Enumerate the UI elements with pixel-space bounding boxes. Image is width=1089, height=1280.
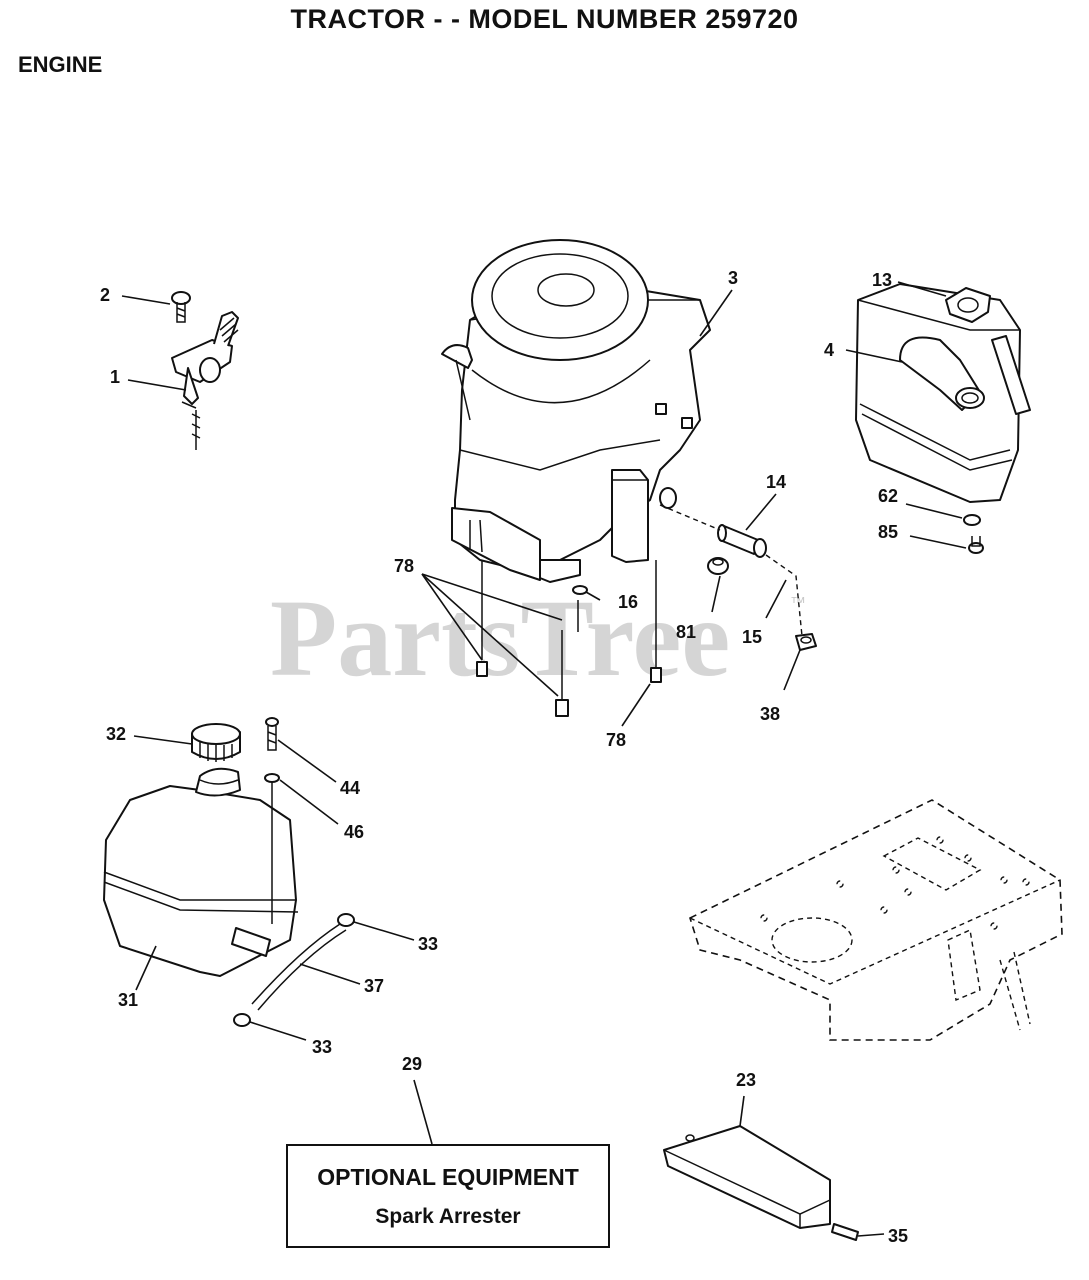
callout-31: 31: [118, 990, 138, 1010]
callout-15: 15: [742, 627, 762, 647]
exhaust-centerline: [659, 504, 721, 531]
nut-part-38[interactable]: [795, 633, 817, 651]
callout-38: 38: [760, 704, 780, 724]
callout-85: 85: [878, 522, 898, 542]
fuel-tank-part[interactable]: [103, 767, 299, 977]
gasket-part-13[interactable]: [945, 287, 991, 323]
fuel-cap-part-32[interactable]: [191, 723, 241, 762]
callout-78-lower: 78: [606, 730, 626, 750]
page-title: TRACTOR - - MODEL NUMBER 259720: [290, 4, 799, 34]
screw-part-35[interactable]: [831, 1223, 859, 1241]
fuel-line-part-37[interactable]: [251, 923, 347, 1011]
screw-part-85[interactable]: [968, 536, 984, 554]
throttle-control-part[interactable]: [171, 311, 239, 450]
nut-part-81[interactable]: [707, 557, 729, 575]
callout-29: 29: [402, 1054, 422, 1074]
exhaust-centerline-2: [765, 554, 803, 637]
callout-35: 35: [888, 1226, 908, 1246]
screw-part-44[interactable]: [265, 717, 279, 751]
callout-32: 32: [106, 724, 126, 744]
callout-37: 37: [364, 976, 384, 996]
optional-equipment-item: Spark Arrester: [375, 1205, 521, 1228]
callout-62: 62: [878, 486, 898, 506]
callout-23: 23: [736, 1070, 756, 1090]
screw-part-2[interactable]: [171, 291, 191, 323]
callout-14: 14: [766, 472, 786, 492]
clamp-part-33-bottom[interactable]: [233, 1013, 251, 1027]
callout-81: 81: [676, 622, 696, 642]
washer-part-16[interactable]: [572, 585, 588, 595]
heat-shield-part-23[interactable]: [663, 1125, 831, 1229]
watermark-trademark: ™: [790, 595, 806, 612]
callout-33-bottom: 33: [312, 1037, 332, 1057]
muffler-part[interactable]: [855, 283, 1031, 503]
callout-2: 2: [100, 285, 110, 305]
leader-lines: [121, 281, 967, 1237]
pipe-part-14[interactable]: [717, 524, 767, 558]
callout-46: 46: [344, 822, 364, 842]
callout-4: 4: [824, 340, 834, 360]
callout-78-upper: 78: [394, 556, 414, 576]
callout-13: 13: [872, 270, 892, 290]
optional-equipment-heading: OPTIONAL EQUIPMENT: [317, 1164, 579, 1190]
section-title: ENGINE: [18, 52, 103, 77]
callout-44: 44: [340, 778, 360, 798]
callout-3: 3: [728, 268, 738, 288]
optional-equipment-box: OPTIONAL EQUIPMENT Spark Arrester: [286, 1144, 610, 1248]
engine-part[interactable]: [441, 239, 711, 583]
washer-part-62[interactable]: [963, 514, 981, 526]
bolt-part-78[interactable]: [476, 560, 662, 717]
washer-part-46[interactable]: [264, 773, 280, 783]
callout-1: 1: [110, 367, 120, 387]
clamp-part-33-top[interactable]: [337, 913, 355, 927]
callout-33-top: 33: [418, 934, 438, 954]
callout-16: 16: [618, 592, 638, 612]
chassis-frame: [689, 799, 1063, 1041]
